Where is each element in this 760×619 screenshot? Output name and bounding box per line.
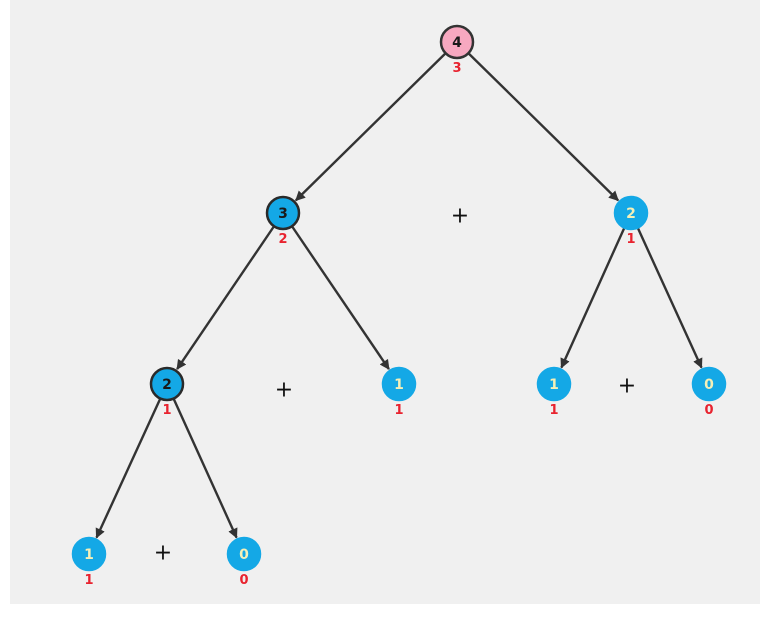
edge-n2r-to-n1b xyxy=(560,227,626,369)
plus-level2-right-operator: + xyxy=(618,374,636,399)
node-circle xyxy=(149,366,185,402)
node-label: 0 xyxy=(239,547,249,563)
tree-node-n4: 43 xyxy=(439,24,475,76)
tree-node-n1a: 11 xyxy=(381,366,417,418)
node-circle xyxy=(439,24,475,60)
node-label: 1 xyxy=(549,377,559,393)
node-circle xyxy=(71,536,107,572)
node-result-value: 0 xyxy=(239,573,248,588)
node-circle xyxy=(536,366,572,402)
node-label: 0 xyxy=(704,377,714,393)
node-circle xyxy=(226,536,262,572)
node-result-value: 1 xyxy=(162,403,171,418)
tree-node-n3: 32 xyxy=(265,195,301,247)
tree-node-n2l: 21 xyxy=(149,366,185,418)
node-result-value: 1 xyxy=(549,403,558,418)
tree-node-n0b: 00 xyxy=(691,366,727,418)
edge-n2l-to-n1c xyxy=(95,398,162,539)
node-circle xyxy=(381,366,417,402)
node-label: 2 xyxy=(626,206,636,222)
plus-level1-operator: + xyxy=(451,204,469,229)
node-label: 3 xyxy=(278,206,288,222)
edge-n2l-to-n0c xyxy=(172,398,238,539)
tree-node-n1c: 11 xyxy=(71,536,107,588)
edge-n2r-to-n0b xyxy=(636,227,703,369)
node-result-value: 1 xyxy=(84,573,93,588)
node-circle xyxy=(265,195,301,231)
edge-n4-to-n3 xyxy=(294,52,447,202)
plus-level3-operator: + xyxy=(154,541,172,566)
node-label: 1 xyxy=(84,547,94,563)
node-label: 2 xyxy=(162,377,172,393)
node-label: 4 xyxy=(452,35,462,51)
edges-layer xyxy=(95,52,703,539)
node-circle xyxy=(613,195,649,231)
tree-node-n2r: 21 xyxy=(613,195,649,247)
node-circle xyxy=(691,366,727,402)
node-result-value: 2 xyxy=(278,232,287,247)
plus-level2-left-operator: + xyxy=(275,378,293,403)
edge-n4-to-n2r xyxy=(467,52,620,202)
node-result-value: 3 xyxy=(452,61,461,76)
operators-layer: + + + + xyxy=(154,204,636,566)
node-result-value: 1 xyxy=(394,403,403,418)
node-label: 1 xyxy=(394,377,404,393)
node-result-value: 1 xyxy=(626,232,635,247)
edge-n3-to-n2l xyxy=(176,225,276,370)
tree-node-n0c: 00 xyxy=(226,536,262,588)
node-result-value: 0 xyxy=(704,403,713,418)
edge-n3-to-n1a xyxy=(290,225,390,370)
tree-node-n1b: 11 xyxy=(536,366,572,418)
